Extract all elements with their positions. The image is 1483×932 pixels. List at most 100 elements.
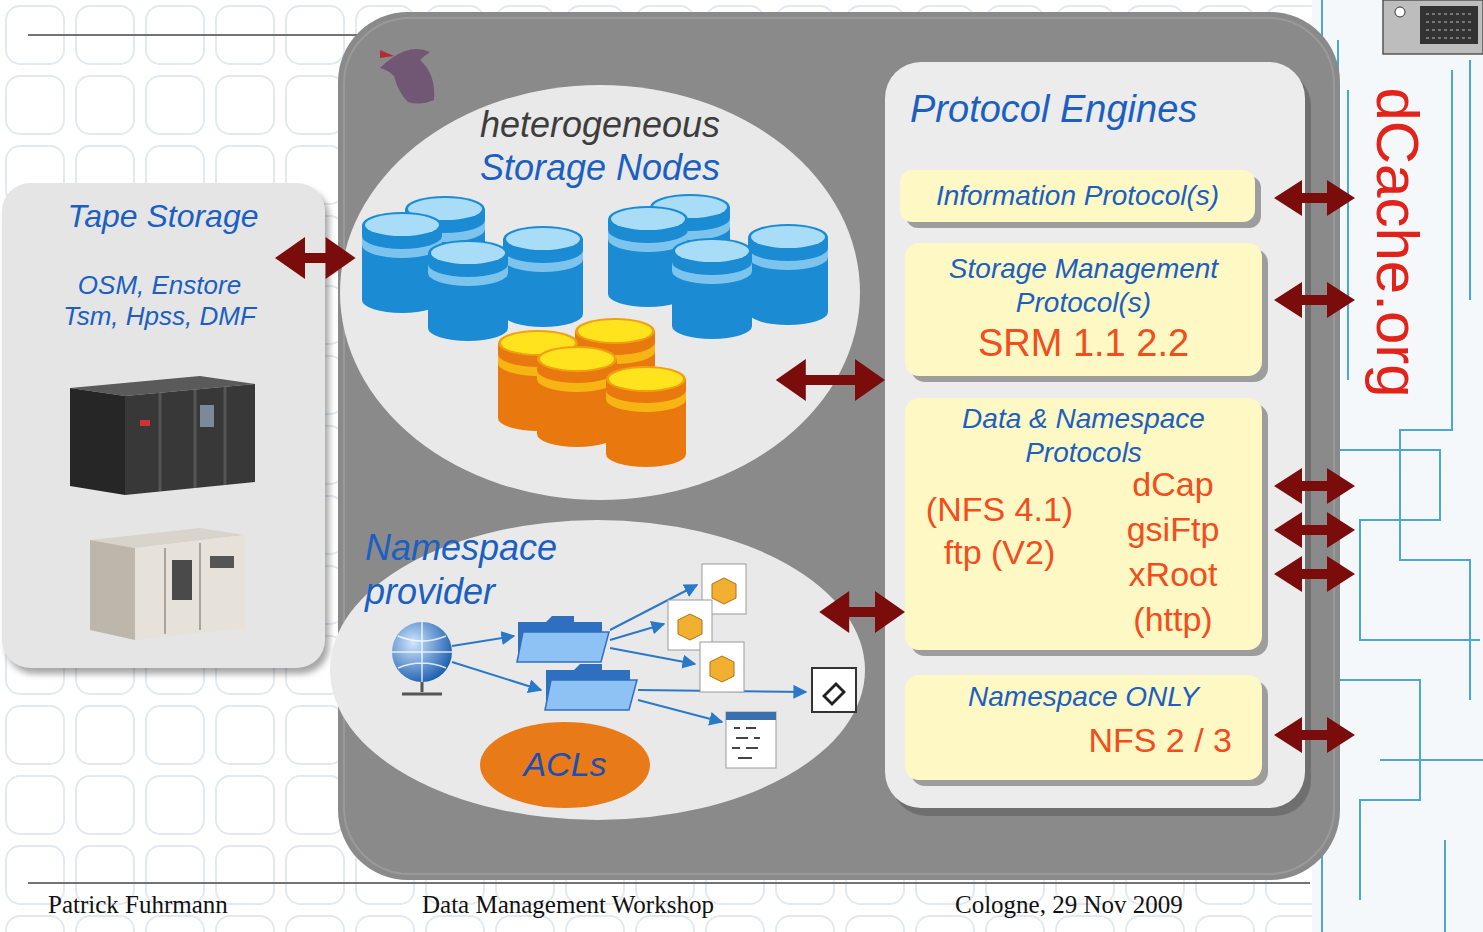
double-arrow <box>1274 468 1355 504</box>
cabinet-panels <box>165 543 200 634</box>
protocol-box: Information Protocol(s) <box>900 170 1255 222</box>
cabinet-side <box>70 388 125 495</box>
circuit-line <box>1444 840 1446 932</box>
bird-beak <box>380 50 394 58</box>
footer-event: Data Management Workshop <box>422 891 714 920</box>
double-arrow <box>819 591 905 633</box>
disk-cylinder <box>503 226 583 327</box>
panel-title: Protocol Engines <box>910 88 1295 132</box>
protocol-list: NFS 2 / 3 <box>990 720 1232 761</box>
footer-author: Patrick Fuhrmann <box>48 891 228 920</box>
protocol-box: Storage Management Protocol(s)SRM 1.1 2.… <box>905 243 1262 376</box>
circuit-line <box>1469 60 1471 300</box>
footer-date: Cologne, 29 Nov 2009 <box>955 891 1183 920</box>
ellipse-fill <box>330 520 865 820</box>
ellipse-fill <box>480 722 650 808</box>
disk-cylinder <box>537 346 617 447</box>
file-cube <box>712 578 736 604</box>
folder-front <box>545 680 637 710</box>
tape-library-dark <box>70 376 255 495</box>
grid-backdrop <box>0 0 1320 932</box>
cabinet-panels <box>160 387 225 491</box>
file-icon <box>700 642 744 692</box>
system-list: OSM, Enstore Tsm, Hpss, DMF <box>52 270 267 331</box>
cabinet-light <box>140 420 150 426</box>
box-title: Storage Management Protocol(s) <box>905 252 1262 319</box>
link-mark <box>822 682 846 706</box>
file-page <box>700 642 744 692</box>
disk-cylinders <box>362 194 828 467</box>
namespace-icons <box>392 564 856 768</box>
rule-line <box>28 882 1310 884</box>
double-arrow <box>1274 717 1355 753</box>
link-mark <box>826 686 842 702</box>
tree-arrow <box>452 662 541 690</box>
rule-line <box>28 34 380 36</box>
file-cube <box>678 614 702 640</box>
disk-cylinder <box>606 366 686 467</box>
disk-cylinder <box>672 238 752 339</box>
double-arrow <box>1274 512 1355 548</box>
circuit-line <box>1380 759 1483 761</box>
protocol-list: SRM 1.1 2.2 <box>905 322 1262 366</box>
protocol-box: Data & Namespace Protocols (NFS 4.1) ftp … <box>905 398 1262 650</box>
bird-logo <box>380 49 434 104</box>
globe-lines <box>392 622 452 682</box>
server-picture <box>1383 0 1483 54</box>
disk-cylinder <box>748 224 828 325</box>
cabinet-window <box>172 560 192 600</box>
cabinet-window <box>200 405 214 427</box>
tree-arrows <box>452 585 806 722</box>
link-frame <box>812 668 856 712</box>
circle-title: Namespace provider <box>365 526 635 614</box>
circle-subtitle: heterogeneous <box>395 104 805 145</box>
server-button <box>1395 7 1405 17</box>
globe-icon <box>392 622 452 682</box>
file-digits <box>732 728 760 758</box>
cabinet-side <box>90 540 135 640</box>
protocol-list: (NFS 4.1) ftp (V2) <box>912 488 1087 573</box>
box-title: Namespace ONLY <box>905 680 1262 714</box>
double-arrow <box>776 359 885 401</box>
cabinet-front <box>125 384 255 495</box>
tree-arrow <box>452 636 514 646</box>
box-title: Information Protocol(s) <box>900 179 1255 213</box>
link-icon <box>812 668 856 712</box>
box-title: Data & Namespace Protocols <box>905 402 1262 469</box>
server-grille <box>1420 6 1478 44</box>
protocol-panel: Protocol EnginesInformation Protocol(s) S… <box>885 62 1305 808</box>
site-watermark: dCache.org <box>1363 87 1432 397</box>
oval-label: ACLs <box>480 744 650 785</box>
tape-library-light <box>90 528 245 640</box>
circuit-line <box>1330 450 1480 640</box>
double-arrow <box>1274 282 1355 318</box>
circle-title: Storage Nodes <box>395 147 805 188</box>
folder-front <box>517 632 609 662</box>
bird-shape <box>380 49 434 104</box>
protocol-box: Namespace ONLY NFS 2 / 3 <box>905 675 1262 780</box>
tree-arrow <box>638 700 722 722</box>
cabinet-front <box>135 535 245 640</box>
cabinet-slot <box>210 556 234 568</box>
acl-oval: ACLs <box>480 722 650 808</box>
ellipse-fill <box>340 85 860 500</box>
file-cube <box>710 656 734 682</box>
protocol-list: dCap gsiFtp xRoot (http) <box>1098 462 1248 642</box>
server-holes <box>1426 14 1472 38</box>
circuit-line <box>1347 90 1349 380</box>
file-header <box>726 712 776 720</box>
binary-file-icon <box>726 712 776 768</box>
box-title: Tape Storage <box>2 198 324 235</box>
file-page <box>726 712 776 768</box>
disk-cylinder <box>428 240 508 341</box>
server-case <box>1383 0 1483 54</box>
globe-stand <box>402 682 442 694</box>
double-arrow <box>1274 556 1355 592</box>
circuit-line <box>1340 680 1420 900</box>
double-arrow <box>275 237 356 279</box>
tree-arrow <box>610 624 664 640</box>
double-arrow <box>1274 180 1355 216</box>
